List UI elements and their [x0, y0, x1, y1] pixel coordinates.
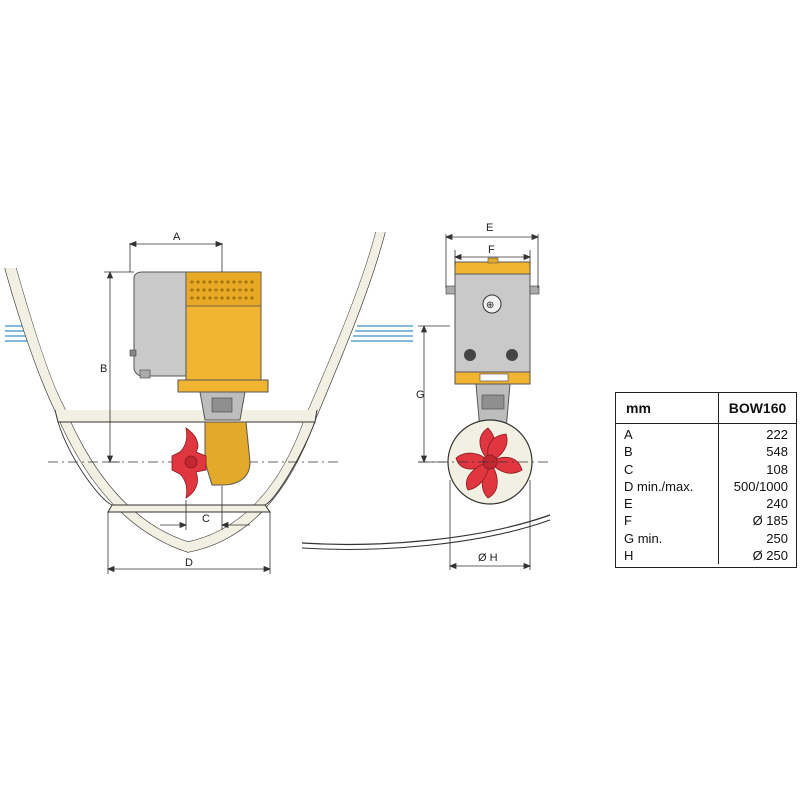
waterline-right — [351, 325, 413, 342]
spec-row-value: 240 — [766, 496, 788, 512]
spec-row-label: C — [624, 461, 634, 477]
motor-vent-grid — [190, 280, 254, 300]
spec-row-value: Ø 250 — [752, 548, 788, 564]
spec-table: mm BOW160 A B C D min./max. E F G min. H… — [615, 392, 797, 568]
dim-label-c: C — [202, 513, 210, 525]
spec-row-value: 500/1000 — [733, 478, 788, 494]
motor-front-view: ⊕ — [301, 257, 551, 550]
motor-flange — [177, 379, 269, 393]
spec-row-label: A — [624, 427, 633, 442]
spec-row-label: D min./max. — [624, 478, 694, 494]
svg-text:⊕: ⊕ — [486, 300, 494, 311]
spec-row-value: 250 — [766, 530, 788, 546]
dim-label-e: E — [486, 222, 493, 234]
motor-cover — [133, 271, 187, 377]
spec-row-label: F — [624, 513, 632, 529]
spec-row-value: 222 — [766, 427, 788, 442]
spec-row-label: H — [624, 548, 634, 564]
spec-table-header: mm BOW160 — [616, 393, 796, 424]
propeller-front — [455, 427, 523, 499]
dim-label-g: G — [416, 389, 425, 401]
spec-model-header: BOW160 — [728, 400, 787, 416]
spec-row-label: E — [624, 496, 633, 512]
spec-label-column: A B C D min./max. E F G min. H — [616, 424, 719, 565]
spec-unit-header: mm — [616, 393, 719, 423]
dim-label-d: D — [185, 557, 193, 569]
spec-row-label: G min. — [624, 530, 663, 546]
dimensions-right — [418, 233, 548, 570]
dim-label-f: F — [488, 244, 495, 256]
hull-keel-shelf — [107, 504, 271, 513]
spec-row-label: B — [624, 444, 633, 460]
hull-floor — [54, 409, 318, 423]
dim-label-b: B — [100, 363, 107, 375]
motor-side-view — [129, 271, 269, 499]
spec-row-value: 108 — [766, 461, 788, 477]
dimensions-left — [104, 240, 272, 574]
dim-label-h: Ø H — [478, 552, 498, 564]
hull-bottom-curve — [301, 514, 551, 546]
dim-label-a: A — [173, 231, 181, 243]
hull-cross-section — [4, 231, 413, 553]
spec-row-value: Ø 185 — [752, 513, 788, 529]
spec-value-column: 222 548 108 500/1000 240 Ø 185 250 Ø 250 — [719, 424, 796, 564]
gear-housing — [204, 421, 251, 486]
spec-row-value: 548 — [766, 444, 788, 460]
spec-table-body: A B C D min./max. E F G min. H 222 548 1… — [616, 424, 796, 565]
